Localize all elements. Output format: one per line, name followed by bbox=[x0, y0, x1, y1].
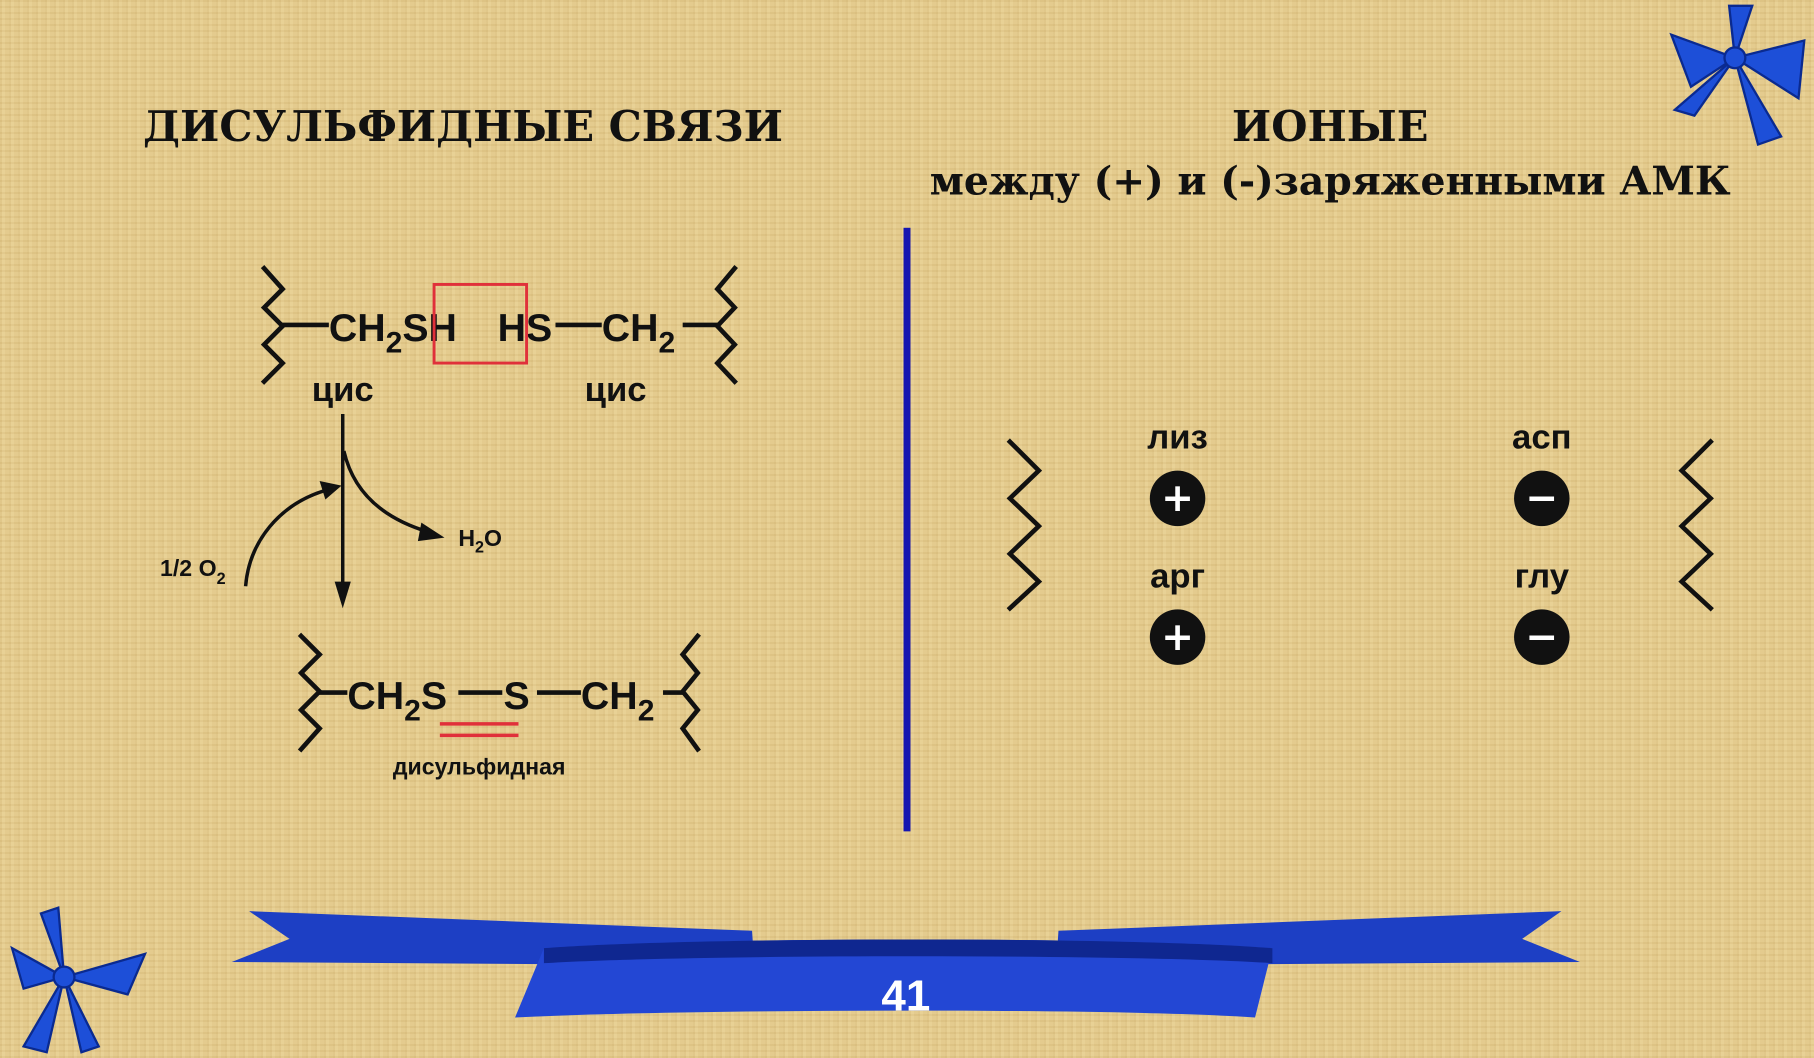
svg-text:−: − bbox=[1525, 476, 1558, 521]
plus-charge-icon bbox=[1149, 470, 1206, 527]
ch2-left: CH2SH bbox=[329, 306, 457, 360]
disulfide-label: дисульфидная bbox=[393, 754, 566, 780]
ch2-right: CH2 bbox=[581, 674, 654, 728]
disulfide-product: CH2S S CH2 дисульфидная bbox=[297, 632, 701, 780]
cysteine-pair: CH2SH HS CH2 цис цис bbox=[260, 264, 738, 409]
bow-bottom-left bbox=[10, 906, 148, 1054]
divider bbox=[903, 227, 911, 832]
ionic-bonds: лиз + арг + асп − глу − bbox=[1006, 419, 1714, 665]
svg-text:+: + bbox=[1161, 615, 1194, 660]
backbone-zigzag bbox=[1006, 438, 1043, 612]
lys-label: лиз bbox=[1147, 419, 1208, 457]
ch2-right: CH2 bbox=[602, 306, 675, 360]
hs-right: HS bbox=[498, 306, 553, 350]
right-subtitle: между (+) и (-)заряженными АМК bbox=[930, 158, 1731, 204]
backbone-zigzag bbox=[260, 264, 286, 385]
arg-label: арг bbox=[1150, 557, 1205, 595]
water-label: H2O bbox=[458, 525, 502, 557]
minus-charge-icon bbox=[1514, 609, 1570, 665]
plus-charge-icon bbox=[1149, 609, 1206, 665]
backbone-zigzag bbox=[1678, 438, 1714, 612]
reaction-arrows: 1/2 O2 H2O bbox=[160, 413, 502, 609]
minus-charge-icon bbox=[1514, 470, 1570, 527]
sulfur: S bbox=[503, 674, 529, 718]
highlight-box bbox=[432, 283, 529, 365]
cys-label-left: цис bbox=[312, 371, 374, 409]
left-title: ДИСУЛЬФИДНЫЕ СВЯЗИ bbox=[143, 102, 783, 151]
slide-number: 41 bbox=[881, 972, 930, 1021]
glu-label: глу bbox=[1515, 557, 1570, 595]
ribbon-banner: 41 bbox=[231, 911, 1580, 1021]
oxygen-label: 1/2 O2 bbox=[160, 555, 226, 588]
svg-text:+: + bbox=[1161, 476, 1194, 521]
bow-top-right bbox=[1669, 4, 1806, 147]
backbone-zigzag bbox=[714, 265, 738, 385]
ch2-left: CH2S bbox=[347, 674, 447, 728]
asp-label: асп bbox=[1512, 419, 1572, 457]
svg-text:−: − bbox=[1525, 615, 1558, 660]
cys-label-right: цис bbox=[585, 371, 647, 409]
right-title: ИОНЫЕ bbox=[1232, 102, 1429, 151]
